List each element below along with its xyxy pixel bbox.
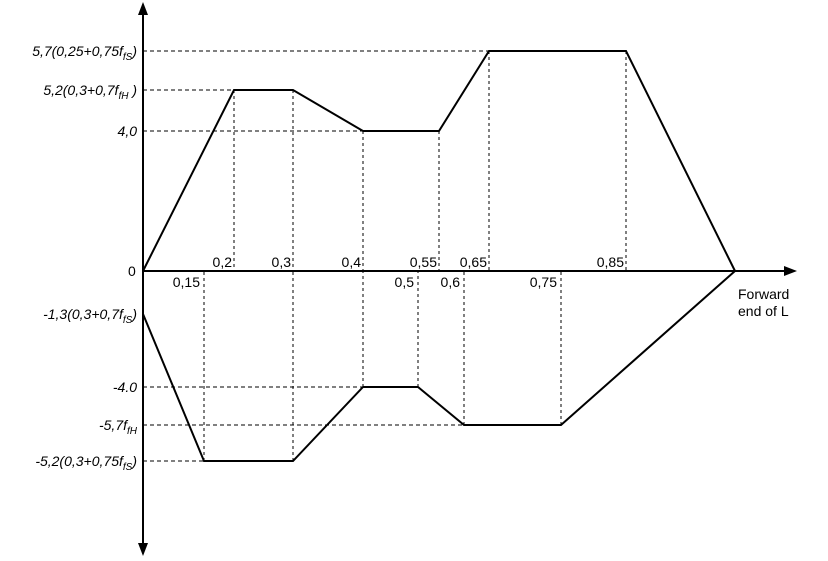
y-label: -5,7ffH <box>99 417 138 437</box>
x-tick-label: 0,85 <box>597 254 624 270</box>
y-label: -5,2(0,3+0,75ffS) <box>35 453 137 473</box>
y-axis-arrow-up-icon <box>138 2 148 15</box>
x-axis-label-line1: Forward <box>738 286 789 302</box>
y-label: 5,7(0,25+0,75ffS) <box>32 43 137 63</box>
origin-label: 0 <box>128 263 136 279</box>
x-tick-label: 0,75 <box>530 274 557 290</box>
x-tick-label: 0,2 <box>213 254 233 270</box>
y-axis-arrow-down-icon <box>138 543 148 556</box>
y-label: 5,2(0,3+0,7ffH ) <box>43 82 137 102</box>
series-line-positive <box>142 50 736 272</box>
y-label: 4,0 <box>118 123 138 139</box>
x-axis-label-line2: end of L <box>738 303 789 319</box>
x-tick-label: 0,5 <box>395 274 415 290</box>
x-tick-label: 0,6 <box>441 274 461 290</box>
series-line-negative <box>142 270 736 462</box>
x-tick-label: 0,65 <box>460 254 487 270</box>
y-label: -4.0 <box>113 379 137 395</box>
x-tick-label: 0,4 <box>342 254 362 270</box>
y-label: -1,3(0,3+0,7ffS) <box>43 306 137 326</box>
x-tick-label: 0,55 <box>410 254 437 270</box>
x-tick-label: 0,3 <box>272 254 292 270</box>
x-axis-arrow-icon <box>784 266 797 276</box>
x-tick-label: 0,15 <box>173 274 200 290</box>
